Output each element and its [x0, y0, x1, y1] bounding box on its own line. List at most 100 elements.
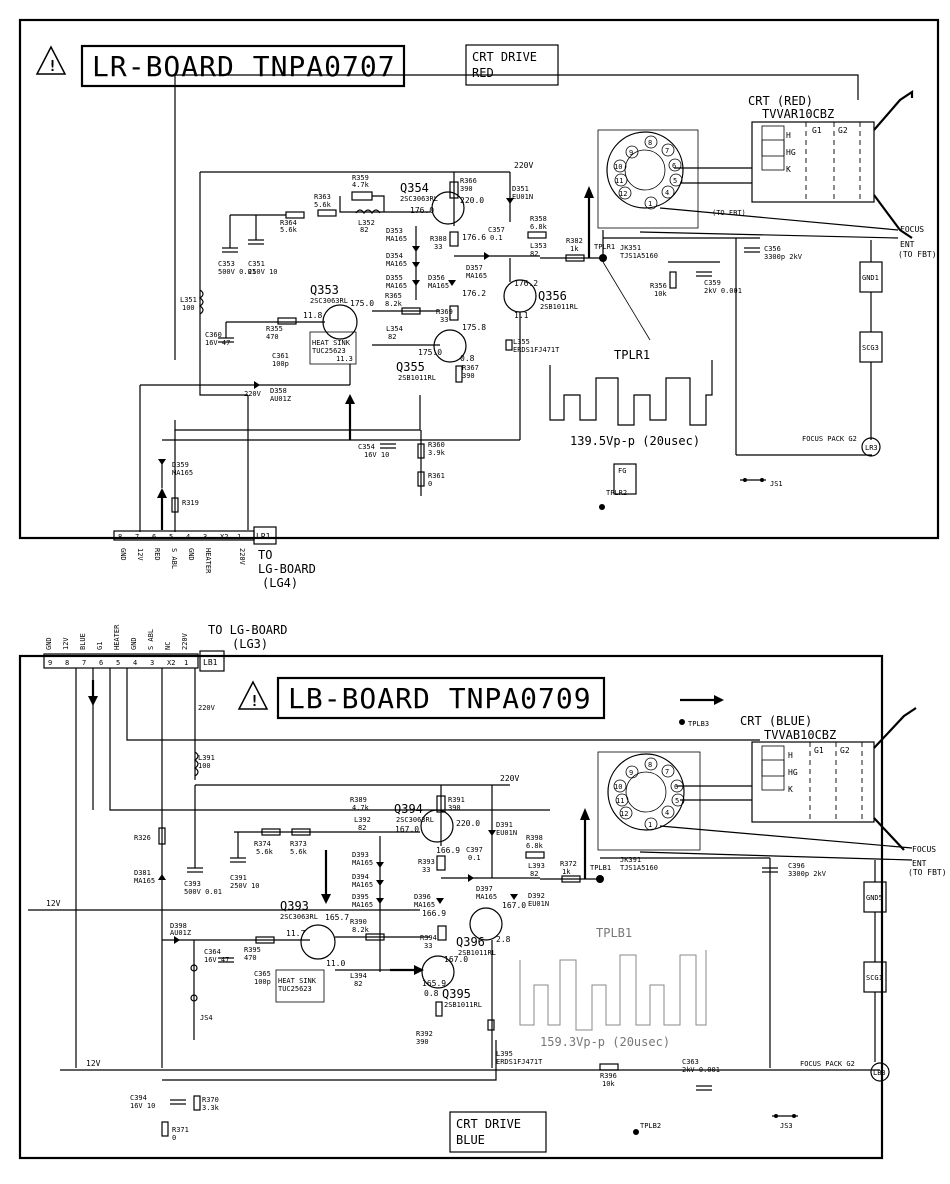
- lr-r367-v: 390: [462, 372, 475, 380]
- lr-d355-v: MA165: [386, 282, 407, 290]
- lb-l394-v: 82: [354, 980, 362, 988]
- lb-pins-pin-7: X2: [167, 659, 175, 667]
- lr-r366-v: 390: [460, 185, 473, 193]
- lb-ent-fbt: (TO FBT): [908, 868, 947, 877]
- svg-text:8: 8: [648, 139, 652, 147]
- lb-pins-pin-4: 5: [116, 659, 120, 667]
- lr-220v-mid: 220V: [244, 390, 262, 398]
- lb-c394: C394: [130, 1094, 147, 1102]
- lb-to-board: TO LG-BOARD: [208, 623, 287, 637]
- lr-r366: R366: [460, 177, 477, 185]
- lb-d393: D393: [352, 851, 369, 859]
- lb-d393-v: MA165: [352, 859, 373, 867]
- lb-220v-b: 220V: [500, 774, 519, 783]
- lr-r382: R382: [566, 237, 583, 245]
- lb-q395: Q395: [442, 987, 471, 1001]
- lb-v-11-7: 11.7: [286, 929, 305, 938]
- lb-pins-pin-5: 4: [133, 659, 137, 667]
- lb-waveform-trace: [519, 950, 707, 1031]
- lb-r374-v: 5.6k: [256, 848, 274, 856]
- lb-d397-v: MA165: [476, 893, 497, 901]
- lr-crt-label: CRT (RED): [748, 94, 813, 108]
- lb-d391: D391: [496, 821, 513, 829]
- lb-r373: R373: [290, 840, 307, 848]
- lb-d392: D392: [528, 892, 545, 900]
- lr-d354-v: MA165: [386, 260, 407, 268]
- lb-ent: ENT: [912, 859, 927, 868]
- lb-d381-v: MA165: [134, 877, 155, 885]
- lb-v-165-7: 165.7: [325, 913, 349, 922]
- lb-r373-v: 5.6k: [290, 848, 308, 856]
- lb-l392: L392: [354, 816, 371, 824]
- lb-c391: C391: [230, 874, 247, 882]
- lb-r390: R390: [350, 918, 367, 926]
- lb-r372-v: 1k: [562, 868, 571, 876]
- lr-v-175-0b: 175.0: [418, 348, 442, 357]
- lb-js4: JS4: [200, 1014, 213, 1022]
- lr-l355: L355: [513, 338, 530, 346]
- lb-crt-part: TVVAB10CBZ: [764, 728, 836, 742]
- lr-pins-pin-2: 6: [152, 533, 156, 541]
- lb-lb1: LB1: [203, 658, 218, 667]
- lr-drive-label-1: CRT DRIVE: [472, 50, 537, 64]
- lr-q355-part: 2SB1011RL: [398, 374, 436, 382]
- lr-focus-pack: FOCUS PACK G2: [802, 435, 857, 443]
- lr-heat-sink: HEAT SINK: [312, 339, 351, 347]
- lb-js3: JS3: [780, 1122, 793, 1130]
- lb-pins-pin-name-5: GND: [130, 637, 138, 650]
- lr-c351-v: 250V 10: [248, 268, 278, 276]
- lr-r358: R358: [530, 215, 547, 223]
- lb-jk391-v: TJS1A5160: [620, 864, 658, 872]
- lb-d391-v: EU01N: [496, 829, 517, 837]
- lr-v-11-3: 11.3: [336, 355, 353, 363]
- lr-l353-v: 82: [530, 250, 538, 258]
- lb-heat-sink-part: TUC25623: [278, 985, 312, 993]
- lb-l393-v: 82: [530, 870, 538, 878]
- lr-pins-pin-name-7: 220V: [238, 548, 246, 566]
- lr-q354-symbol: [431, 191, 465, 225]
- lr-l353: L353: [530, 242, 547, 250]
- lr-lr3: LR3: [865, 444, 878, 452]
- lr-c359: C359: [704, 279, 721, 287]
- lr-board-title: LR-BOARD TNPA0707: [92, 50, 396, 83]
- svg-text:12: 12: [619, 190, 627, 198]
- svg-text:11: 11: [616, 797, 624, 805]
- lr-r364: R364: [280, 219, 297, 227]
- lr-q355: Q355: [396, 360, 425, 374]
- lb-d395-v: MA165: [352, 901, 373, 909]
- lb-heat-sink: HEAT SINK: [278, 977, 317, 985]
- lr-drive-label-2: RED: [472, 66, 494, 80]
- lb-k: K: [788, 785, 793, 794]
- svg-text:10: 10: [614, 163, 622, 171]
- lr-q353-part: 2SC3063RL: [310, 297, 348, 305]
- lr-q356: Q356: [538, 289, 567, 303]
- lb-crt-tube: [873, 707, 917, 851]
- lb-q395-symbol: [421, 955, 455, 989]
- lr-jk351-v: TJS1A5160: [620, 252, 658, 260]
- lb-c397: C397: [466, 846, 483, 854]
- lb-d396-v: MA165: [414, 901, 435, 909]
- lr-l351-v: 100: [182, 304, 195, 312]
- lb-c365: C365: [254, 970, 271, 978]
- svg-text:7: 7: [665, 147, 669, 155]
- lr-waveform-trace: [549, 360, 713, 426]
- lr-d359-v: MA165: [172, 469, 193, 477]
- lr-v-0-8: 0.8: [460, 354, 475, 363]
- lr-l354-v: 82: [388, 333, 396, 341]
- lr-l352: L352: [358, 219, 375, 227]
- lr-l355-v: ERDS1FJ471T: [513, 346, 560, 354]
- lb-gnd5: GND5: [866, 894, 883, 902]
- lr-pins-pin-name-4: GND: [187, 548, 195, 561]
- lr-r363: R363: [314, 193, 331, 201]
- lb-r396: R396: [600, 1072, 617, 1080]
- lr-v-220-0: 220.0: [460, 196, 484, 205]
- lr-q353: Q353: [310, 283, 339, 297]
- svg-text:10: 10: [614, 783, 622, 791]
- lr-pins-pin-name-0: GND: [119, 548, 127, 561]
- lb-d392-v: EU01N: [528, 900, 549, 908]
- lb-d395: D395: [352, 893, 369, 901]
- lr-c354: C354: [358, 443, 375, 451]
- lb-h: H: [788, 751, 793, 760]
